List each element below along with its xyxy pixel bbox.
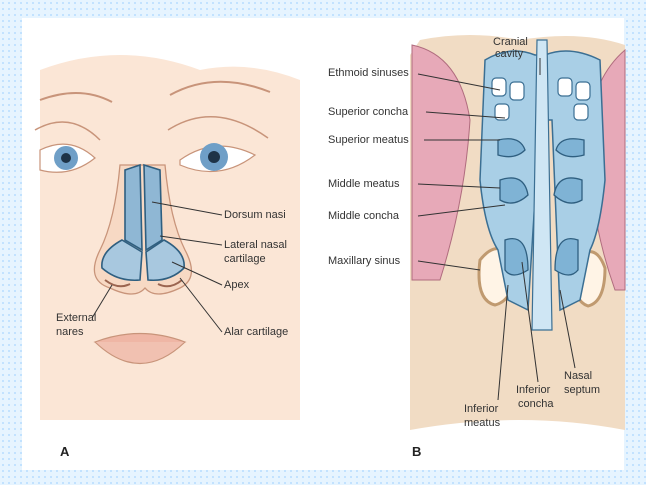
- label-superior-meatus: Superior meatus: [328, 134, 409, 147]
- label-inferior-meatus-line1: Inferior: [464, 403, 498, 416]
- label-cranial-cavity-line2: cavity: [495, 48, 523, 61]
- panel-letter-a: A: [60, 444, 69, 459]
- label-middle-meatus: Middle meatus: [328, 178, 400, 191]
- label-alar-cartilage: Alar cartilage: [224, 326, 288, 339]
- label-nasal-septum-line2: septum: [564, 384, 600, 397]
- label-dorsum-nasi: Dorsum nasi: [224, 209, 286, 222]
- label-inferior-concha-line1: Inferior: [516, 384, 550, 397]
- label-middle-concha: Middle concha: [328, 210, 399, 223]
- label-lateral-nasal-cartilage-line1: Lateral nasal: [224, 239, 287, 252]
- label-external-nares-line2: nares: [56, 326, 84, 339]
- label-lateral-nasal-cartilage-line2: cartilage: [224, 253, 266, 266]
- label-inferior-concha-line2: concha: [518, 398, 553, 411]
- label-ethmoid-sinuses: Ethmoid sinuses: [328, 67, 409, 80]
- panel-letter-b: B: [412, 444, 421, 459]
- label-maxillary-sinus: Maxillary sinus: [328, 255, 400, 268]
- label-apex: Apex: [224, 279, 249, 292]
- label-superior-concha: Superior concha: [328, 106, 408, 119]
- label-external-nares-line1: External: [56, 312, 96, 325]
- label-inferior-meatus-line2: meatus: [464, 417, 500, 430]
- label-nasal-septum-line1: Nasal: [564, 370, 592, 383]
